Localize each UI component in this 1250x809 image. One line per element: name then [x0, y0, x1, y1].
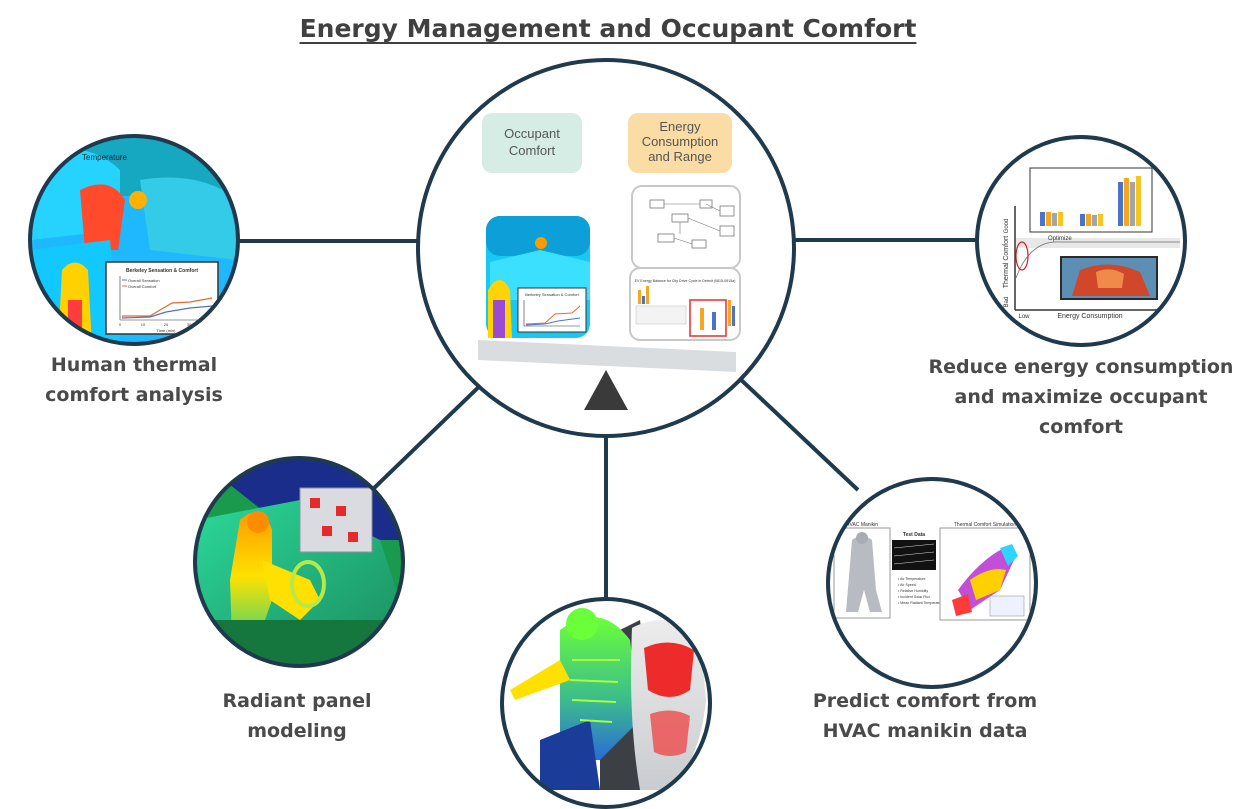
- svg-text:30: 30: [187, 322, 192, 327]
- center-energy-balance-chart: EV Energy Balance for City Drive Cycle i…: [629, 267, 741, 341]
- bar-inset: [1040, 176, 1141, 226]
- label-human-thermal: Human thermal comfort analysis: [34, 350, 234, 410]
- seesaw-plank: [478, 340, 736, 372]
- connector-lines: [236, 238, 980, 600]
- seat-heating-circle: [500, 597, 712, 809]
- label-human-line2: comfort analysis: [45, 384, 223, 406]
- hvac-sim-title: Thermal Comfort Simulation: [954, 522, 1016, 528]
- svg-text:• Mean Radiant Temperature: • Mean Radiant Temperature: [898, 601, 944, 605]
- svg-text:10: 10: [141, 322, 146, 327]
- svg-text:• Incident Solar Flux: • Incident Solar Flux: [898, 595, 930, 599]
- topleft-overlay-text: Temperature: [82, 153, 127, 162]
- svg-text:0: 0: [119, 322, 122, 327]
- center-energy-chart-title: EV Energy Balance for City Drive Cycle i…: [635, 279, 736, 283]
- label-reduce-energy: Reduce energy consumption and maximize o…: [926, 352, 1236, 442]
- svg-text:40: 40: [210, 322, 215, 327]
- hvac-manikin-title: HVAC Manikin: [846, 522, 878, 528]
- label-predict-line2: HVAC manikin data: [822, 720, 1028, 742]
- rt-annotation: Optimize: [1048, 236, 1072, 242]
- human-thermal-circle: Temperature Berkeley Sensation & Comfort…: [28, 134, 240, 346]
- label-radiant-line2: modeling: [247, 720, 347, 742]
- topleft-xlabel: Time (min): [157, 328, 177, 333]
- label-radiant-panel: Radiant panel modeling: [197, 686, 397, 746]
- radiant-panel-circle: [193, 456, 405, 668]
- reduce-energy-circle: Thermal Comfort Good Bad Energy Consumpt…: [975, 135, 1187, 347]
- hvac-bullets: • Air Temperature • Air Speed • Relative …: [898, 577, 944, 605]
- label-predict-line1: Predict comfort from: [812, 690, 1038, 712]
- rt-y-axis: Thermal Comfort: [1003, 236, 1010, 289]
- rt-x-left: Low: [1018, 314, 1030, 320]
- topleft-legend-1: Overall Sensation: [128, 278, 160, 283]
- seesaw-fulcrum: [584, 370, 628, 410]
- svg-text:20: 20: [164, 322, 169, 327]
- label-reduce-line3: comfort: [1039, 416, 1123, 438]
- svg-text:• Relative Humidity: • Relative Humidity: [898, 589, 928, 593]
- rt-x-axis: Energy Consumption: [1057, 313, 1122, 320]
- center-flow-diagram: [631, 185, 741, 269]
- svg-text:• Air Speed: • Air Speed: [898, 583, 916, 587]
- center-cabin-thermal-image: Berkeley Sensation & Comfort: [486, 216, 590, 338]
- label-predict-comfort: Predict comfort from HVAC manikin data: [800, 686, 1050, 746]
- rt-y-top: Good: [1004, 219, 1010, 234]
- rt-y-bottom: Bad: [1004, 297, 1010, 308]
- label-reduce-line2: and maximize occupant: [954, 386, 1208, 408]
- topleft-chart-title: Berkeley Sensation & Comfort: [126, 268, 198, 274]
- label-human-line1: Human thermal: [50, 354, 218, 376]
- label-radiant-line1: Radiant panel: [222, 690, 372, 712]
- svg-text:• Air Temperature: • Air Temperature: [898, 577, 926, 581]
- page-title: Energy Management and Occupant Comfort: [299, 14, 917, 43]
- hvac-manikin-circle: HVAC Manikin Test Data • Air Temperature…: [826, 477, 1038, 689]
- hvac-test-title: Test Data: [903, 532, 925, 538]
- center-small-chart-title: Berkeley Sensation & Comfort: [525, 292, 579, 297]
- label-reduce-line1: Reduce energy consumption: [928, 356, 1234, 378]
- topleft-legend-2: Overall Comfort: [128, 284, 157, 289]
